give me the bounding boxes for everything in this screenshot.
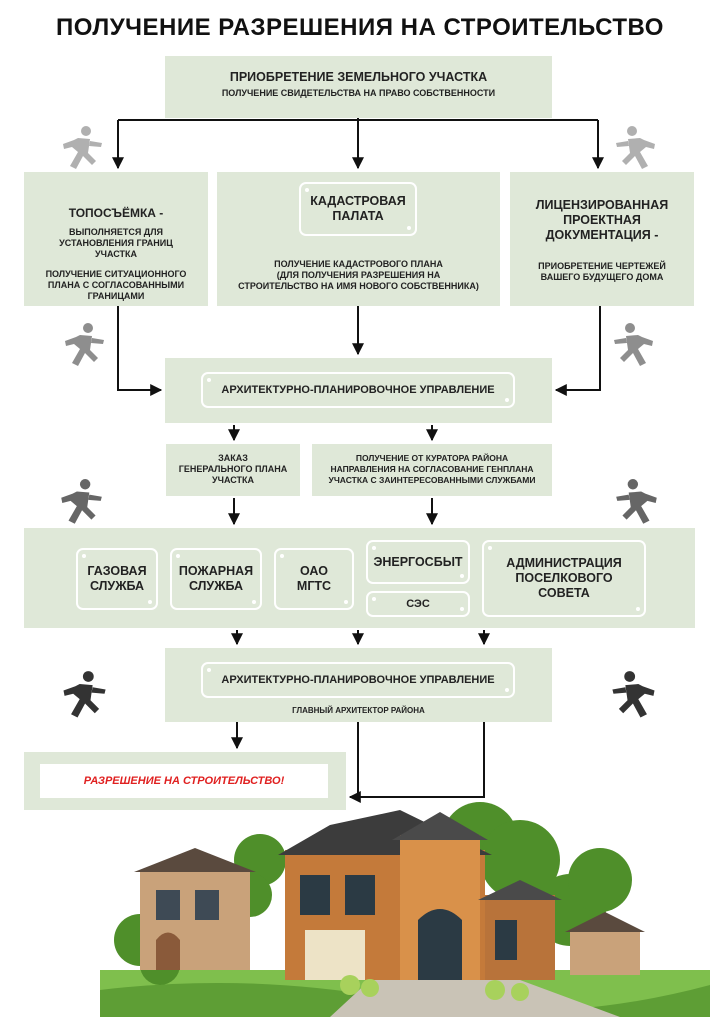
chief-architect-subtitle: ГЛАВНЫЙ АРХИТЕКТОР РАЙОНА — [292, 706, 425, 715]
cadastre-title: КАДАСТРОВАЯ ПАЛАТА — [299, 182, 417, 236]
cadastre-text: ПОЛУЧЕНИЕ КАДАСТРОВОГО ПЛАНА (ДЛЯ ПОЛУЧЕ… — [238, 259, 479, 291]
land-acquisition-box: ПРИОБРЕТЕНИЕ ЗЕМЕЛЬНОГО УЧАСТКА ПОЛУЧЕНИ… — [165, 56, 552, 118]
page-title: ПОЛУЧЕНИЕ РАЗРЕШЕНИЯ НА СТРОИТЕЛЬСТВО — [56, 14, 664, 41]
topo-survey-result: ПОЛУЧЕНИЕ СИТУАЦИОННОГО ПЛАНА С СОГЛАСОВ… — [45, 269, 187, 301]
cadastre-title-text: КАДАСТРОВАЯ ПАЛАТА — [310, 194, 406, 223]
gas-service: ГАЗОВАЯ СЛУЖБА — [76, 548, 158, 610]
permit-result-text: РАЗРЕШЕНИЕ НА СТРОИТЕЛЬСТВО! — [83, 775, 285, 787]
runner-figure-icon — [616, 126, 655, 169]
runner-figure-icon — [63, 671, 106, 718]
runner-figure-icon — [63, 126, 102, 169]
runner-figure-icon — [61, 479, 102, 524]
cadastre-box: КАДАСТРОВАЯ ПАЛАТА ПОЛУЧЕНИЕ КАДАСТРОВОГ… — [217, 172, 500, 306]
arrow-apu2-to-result-right — [350, 722, 485, 798]
fire-service-label: ПОЖАРНАЯ СЛУЖБА — [178, 564, 254, 593]
runner-figure-icon — [614, 323, 653, 366]
chief-architect-title-text: АРХИТЕКТУРНО-ПЛАНИРОВОЧНОЕ УПРАВЛЕНИЕ — [221, 673, 495, 686]
energy-service-label: ЭНЕРГОСБЫТ — [373, 554, 463, 569]
architecture-office-title: АРХИТЕКТУРНО-ПЛАНИРОВОЧНОЕ УПРАВЛЕНИЕ — [201, 372, 515, 408]
curator-direction-text: ПОЛУЧЕНИЕ ОТ КУРАТОРА РАЙОНА НАПРАВЛЕНИЯ… — [328, 453, 536, 485]
house-main — [278, 810, 562, 980]
licensed-docs-box: ЛИЦЕНЗИРОВАННАЯ ПРОЕКТНАЯ ДОКУМЕНТАЦИЯ -… — [510, 172, 694, 306]
arrow-apu2-to-result-mid — [348, 722, 361, 803]
admin-service-label: АДМИНИСТРАЦИЯ ПОСЕЛКОВОГО СОВЕТА — [506, 556, 622, 600]
architecture-office-title-text: АРХИТЕКТУРНО-ПЛАНИРОВОЧНОЕ УПРАВЛЕНИЕ — [221, 383, 495, 396]
land-acquisition-subtitle: ПОЛУЧЕНИЕ СВИДЕТЕЛЬСТВА НА ПРАВО СОБСТВЕ… — [221, 88, 496, 98]
gas-service-label: ГАЗОВАЯ СЛУЖБА — [87, 564, 147, 593]
mgts-service-label: ОАО МГТС — [296, 564, 332, 593]
ses-service: СЭС — [366, 591, 470, 617]
services-box: ГАЗОВАЯ СЛУЖБА ПОЖАРНАЯ СЛУЖБА ОАО МГТС … — [24, 528, 695, 628]
ses-service-label: СЭС — [406, 597, 430, 610]
house-illustration — [100, 802, 710, 1017]
topo-survey-title: ТОПОСЪЁМКА - — [68, 206, 164, 220]
house-left — [134, 848, 256, 970]
runner-figure-icon — [65, 323, 104, 366]
admin-service: АДМИНИСТРАЦИЯ ПОСЕЛКОВОГО СОВЕТА — [482, 540, 646, 617]
permit-result-box: РАЗРЕШЕНИЕ НА СТРОИТЕЛЬСТВО! — [24, 752, 346, 810]
runner-figure-icon — [616, 479, 657, 524]
licensed-docs-text: ПРИОБРЕТЕНИЕ ЧЕРТЕЖЕЙ ВАШЕГО БУДУЩЕГО ДО… — [538, 261, 666, 282]
chief-architect-title: АРХИТЕКТУРНО-ПЛАНИРОВОЧНОЕ УПРАВЛЕНИЕ — [201, 662, 515, 698]
arrow-license-to-apu — [554, 306, 601, 396]
architecture-office-box: АРХИТЕКТУРНО-ПЛАНИРОВОЧНОЕ УПРАВЛЕНИЕ — [165, 358, 552, 423]
topo-survey-purpose: ВЫПОЛНЯЕТСЯ ДЛЯ УСТАНОВЛЕНИЯ ГРАНИЦ УЧАС… — [59, 227, 173, 259]
curator-direction-box: ПОЛУЧЕНИЕ ОТ КУРАТОРА РАЙОНА НАПРАВЛЕНИЯ… — [312, 444, 552, 496]
energy-service: ЭНЕРГОСБЫТ — [366, 540, 470, 584]
topo-survey-box: ТОПОСЪЁМКА - ВЫПОЛНЯЕТСЯ ДЛЯ УСТАНОВЛЕНИ… — [24, 172, 208, 306]
general-plan-order-box: ЗАКАЗ ГЕНЕРАЛЬНОГО ПЛАНА УЧАСТКА — [166, 444, 300, 496]
permit-result-panel: РАЗРЕШЕНИЕ НА СТРОИТЕЛЬСТВО! — [40, 764, 328, 798]
licensed-docs-title: ЛИЦЕНЗИРОВАННАЯ ПРОЕКТНАЯ ДОКУМЕНТАЦИЯ - — [535, 198, 669, 242]
general-plan-order-text: ЗАКАЗ ГЕНЕРАЛЬНОГО ПЛАНА УЧАСТКА — [178, 453, 288, 485]
mgts-service: ОАО МГТС — [274, 548, 354, 610]
chief-architect-box: АРХИТЕКТУРНО-ПЛАНИРОВОЧНОЕ УПРАВЛЕНИЕ ГЛ… — [165, 648, 552, 722]
fire-service: ПОЖАРНАЯ СЛУЖБА — [170, 548, 262, 610]
house-right — [565, 912, 645, 975]
runner-figure-icon — [612, 671, 655, 718]
arrow-topo-to-apu — [117, 306, 163, 396]
land-acquisition-title: ПРИОБРЕТЕНИЕ ЗЕМЕЛЬНОГО УЧАСТКА — [229, 70, 488, 84]
